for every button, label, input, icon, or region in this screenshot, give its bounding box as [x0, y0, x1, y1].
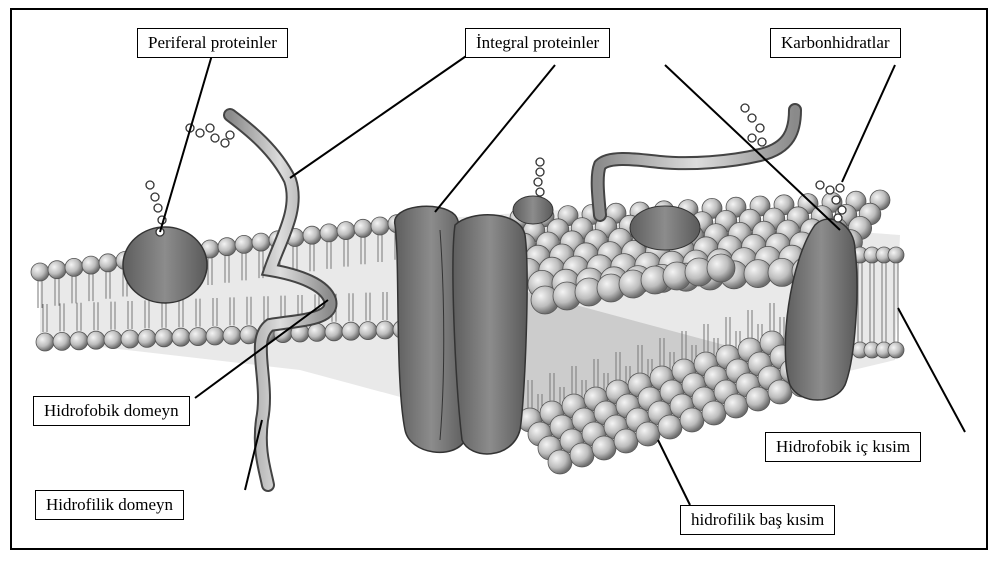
phospholipid-head: [223, 326, 241, 344]
carbohydrate-unit: [151, 193, 159, 201]
phospholipid-head: [768, 380, 792, 404]
label-hidrofobik-domeyn: Hidrofobik domeyn: [33, 396, 190, 426]
phospholipid-head: [308, 323, 326, 341]
phospholipid-head: [325, 323, 343, 341]
label-karbonhidratlar: Karbonhidratlar: [770, 28, 901, 58]
phospholipid-head: [746, 387, 770, 411]
phospholipid-head: [138, 329, 156, 347]
phospholipid-head: [252, 233, 270, 251]
phospholipid-head: [342, 322, 360, 340]
phospholipid-head: [707, 254, 735, 282]
carbohydrate-unit: [756, 124, 764, 132]
carbohydrate-unit: [536, 168, 544, 176]
carbohydrate-unit: [838, 206, 846, 214]
carbohydrate-unit: [196, 129, 204, 137]
phospholipid-head: [104, 331, 122, 349]
phospholipid-head: [172, 328, 190, 346]
phospholipid-head: [320, 224, 338, 242]
background-protein: [630, 206, 700, 250]
phospholipid-head: [303, 226, 321, 244]
carbohydrate-unit: [836, 184, 844, 192]
phospholipid-head: [888, 247, 904, 263]
label-periferal-proteinler: Periferal proteinler: [137, 28, 288, 58]
carbohydrate-unit: [221, 139, 229, 147]
phospholipid-head: [724, 394, 748, 418]
phospholipid-head: [371, 217, 389, 235]
carbohydrate-unit: [816, 181, 824, 189]
phospholipid-head: [658, 415, 682, 439]
phospholipid-head: [121, 330, 139, 348]
phospholipid-head: [155, 329, 173, 347]
phospholipid-head: [36, 333, 54, 351]
phospholipid-head: [87, 331, 105, 349]
carbohydrate-unit: [758, 138, 766, 146]
phospholipid-head: [548, 450, 572, 474]
carbohydrate-unit: [146, 181, 154, 189]
peripheral-protein: [123, 227, 207, 303]
carbohydrate-unit: [748, 134, 756, 142]
phospholipid-head: [359, 322, 377, 340]
phospholipid-head: [570, 443, 594, 467]
carbohydrate-unit: [832, 196, 840, 204]
carbohydrate-unit: [748, 114, 756, 122]
label-hidrofilik-bas-kisim: hidrofilik baş kısim: [680, 505, 835, 535]
phospholipid-head: [337, 222, 355, 240]
phospholipid-head: [235, 235, 253, 253]
phospholipid-head: [636, 422, 660, 446]
carbohydrate-unit: [536, 188, 544, 196]
phospholipid-head: [680, 408, 704, 432]
carbohydrate-unit: [226, 131, 234, 139]
carbohydrate-unit: [206, 124, 214, 132]
phospholipid-head: [702, 401, 726, 425]
phospholipid-head: [614, 429, 638, 453]
label-integral-proteinler: İntegral proteinler: [465, 28, 610, 58]
phospholipid-head: [354, 219, 372, 237]
carbohydrate-unit: [826, 186, 834, 194]
phospholipid-head: [31, 263, 49, 281]
carbohydrate-unit: [741, 104, 749, 112]
carbohydrate-unit: [534, 178, 542, 186]
phospholipid-head: [206, 327, 224, 345]
carbohydrate-unit: [211, 134, 219, 142]
carbohydrate-unit: [834, 214, 842, 222]
phospholipid-head: [82, 256, 100, 274]
small-protein: [513, 196, 553, 224]
phospholipid-head: [218, 238, 236, 256]
phospholipid-head: [48, 261, 66, 279]
phospholipid-head: [70, 332, 88, 350]
phospholipid-head: [65, 258, 83, 276]
integral-protein-channel: [395, 206, 527, 454]
phospholipid-head: [888, 342, 904, 358]
phospholipid-head: [592, 436, 616, 460]
phospholipid-head: [99, 254, 117, 272]
phospholipid-head: [189, 328, 207, 346]
carbohydrate-unit: [536, 158, 544, 166]
phospholipid-head: [376, 321, 394, 339]
label-hidrofilik-domeyn: Hidrofilik domeyn: [35, 490, 184, 520]
carbohydrate-unit: [154, 204, 162, 212]
phospholipid-head: [53, 332, 71, 350]
label-hidrofobik-ic-kisim: Hidrofobik iç kısim: [765, 432, 921, 462]
